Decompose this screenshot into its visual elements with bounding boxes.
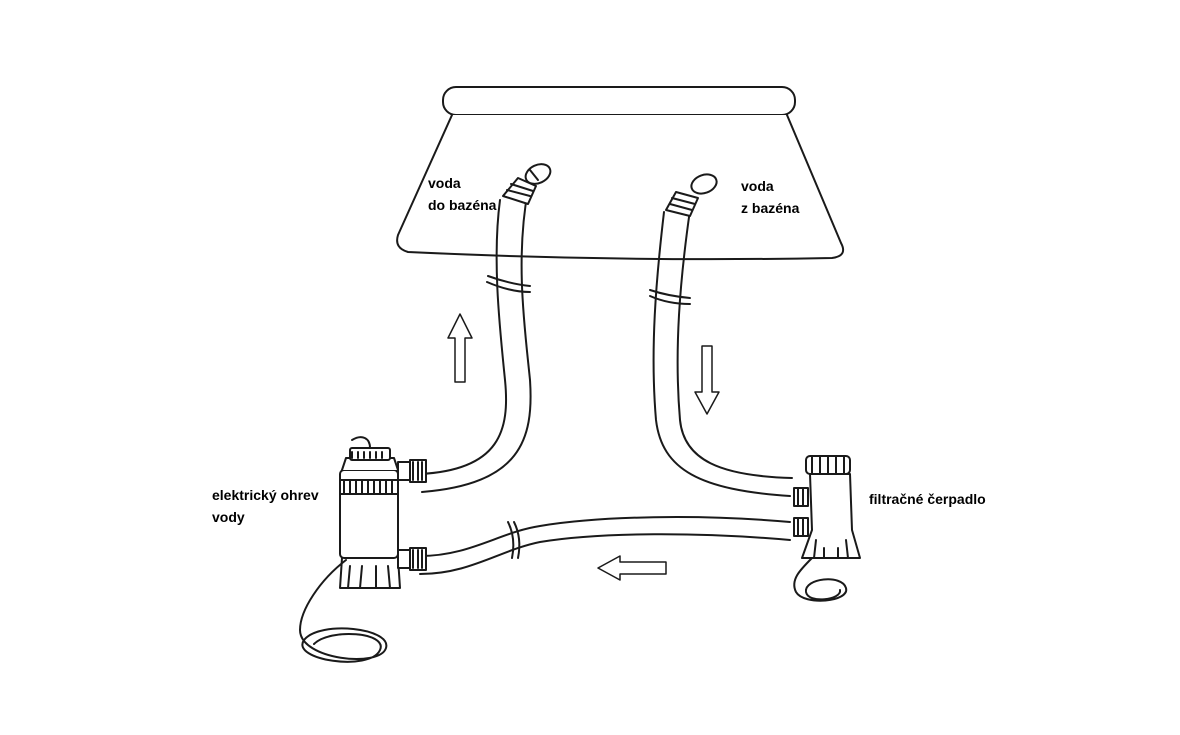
label-heater-line2: vody [212, 509, 245, 525]
arrow-up-icon [447, 313, 473, 383]
label-pump: filtračné čerpadlo [869, 488, 986, 510]
label-water-from-pool-line2: z bazéna [741, 200, 800, 216]
label-heater: elektrický ohrev vody [212, 484, 319, 528]
pool-wall [396, 114, 845, 261]
label-water-to-pool: voda do bazéna [428, 172, 496, 216]
label-water-to-pool-line1: voda [428, 175, 461, 191]
pool-rim [442, 86, 796, 116]
arrow-down-icon [694, 345, 720, 415]
hose-to-pool [419, 163, 552, 493]
hose-from-pool [649, 173, 793, 497]
pool [396, 86, 845, 261]
label-heater-line1: elektrický ohrev [212, 487, 319, 503]
label-water-to-pool-line2: do bazéna [428, 197, 497, 213]
label-water-from-pool: voda z bazéna [741, 175, 799, 219]
filter-pump [793, 455, 861, 602]
electric-heater [299, 436, 427, 663]
label-pump-line1: filtračné čerpadlo [869, 491, 986, 507]
arrow-left-icon [597, 555, 667, 581]
label-water-from-pool-line1: voda [741, 178, 774, 194]
hose-pump-to-heater [419, 516, 791, 575]
